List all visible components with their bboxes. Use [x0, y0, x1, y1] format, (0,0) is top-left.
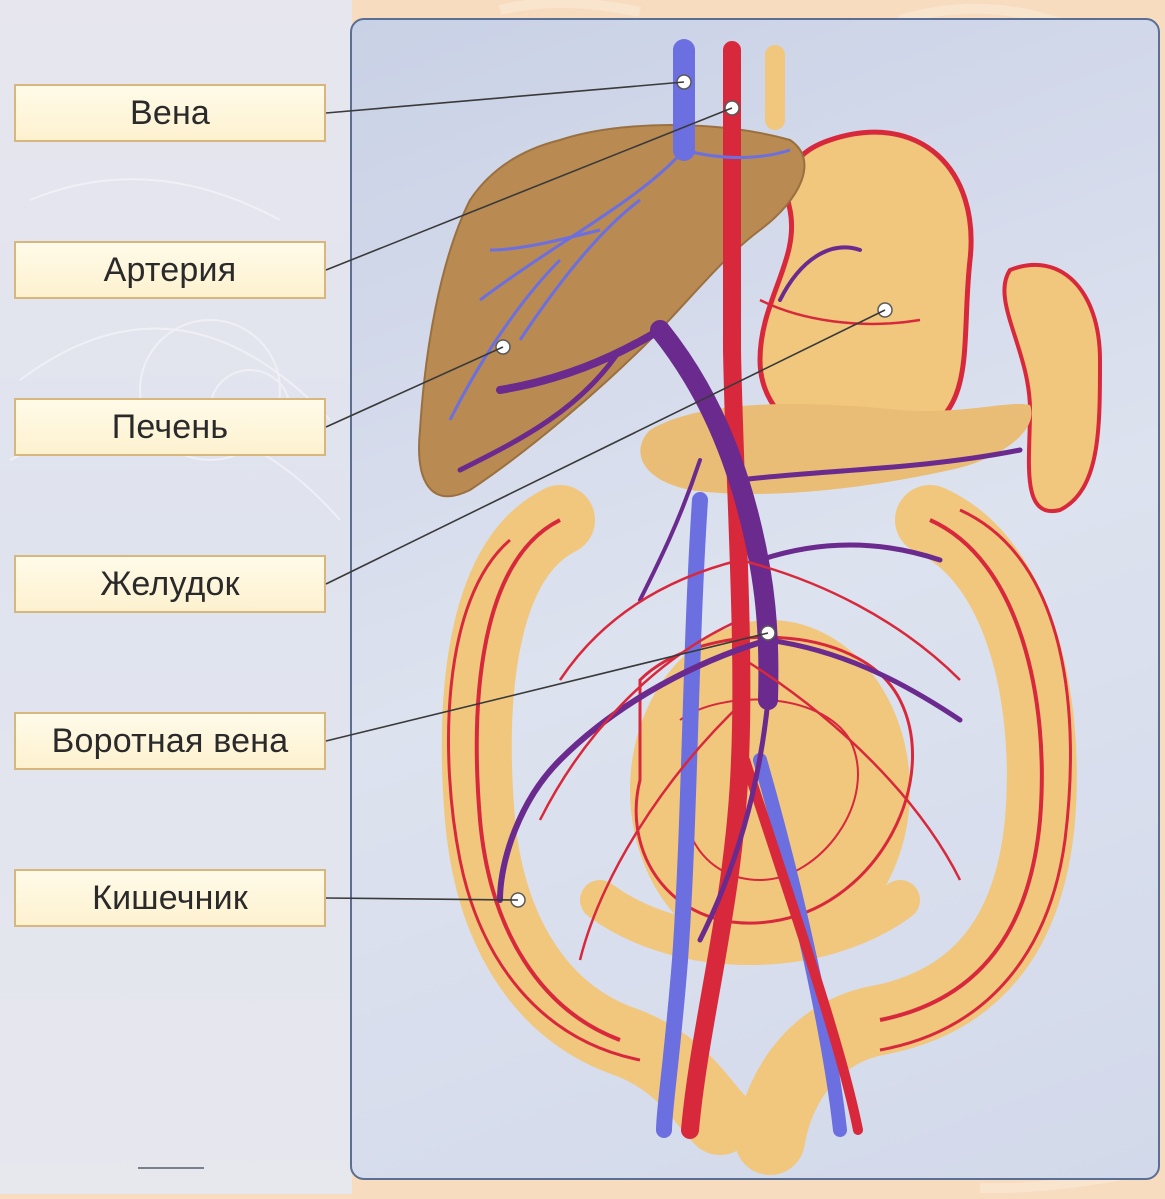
label-stomach: Желудок [14, 555, 326, 613]
label-portal-vein: Воротная вена [14, 712, 326, 770]
label-artery: Артерия [14, 241, 326, 299]
diagram-panel [350, 18, 1160, 1180]
label-vein: Вена [14, 84, 326, 142]
label-intestine: Кишечник [14, 869, 326, 927]
label-liver: Печень [14, 398, 326, 456]
